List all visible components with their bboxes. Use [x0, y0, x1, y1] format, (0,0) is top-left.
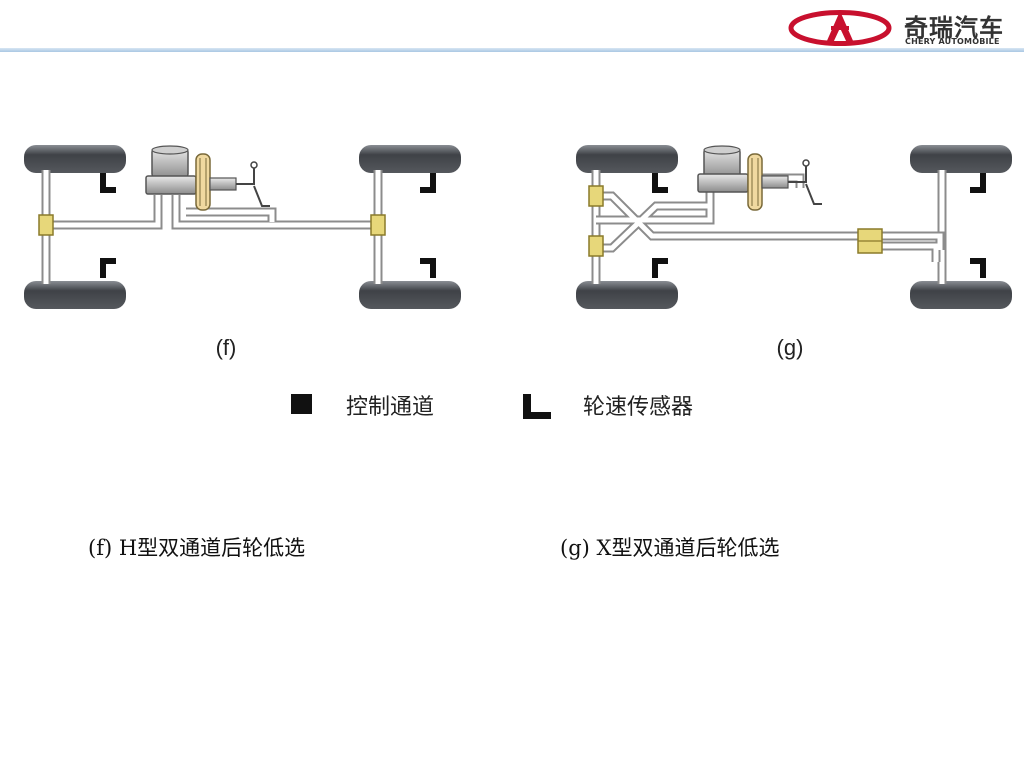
legend-control-channel-swatch	[291, 394, 312, 414]
tire-g-front-right	[910, 145, 1012, 173]
diagram-legend: 控制通道 轮速传感器	[291, 394, 693, 420]
caption-g: (g) X型双通道后轮低选	[560, 536, 780, 560]
brake-master-cylinder-g	[697, 145, 822, 211]
wheel-speed-sensor-g-front-left	[652, 173, 668, 193]
tire-f-rear-right	[359, 281, 461, 309]
control-channel-g-rear	[588, 235, 604, 257]
tire-g-rear-right	[910, 281, 1012, 309]
abs-layout-diagram: (f)	[24, 145, 1012, 420]
control-channel-g-front	[588, 185, 604, 207]
wheel-speed-sensor-g-rear-right	[970, 258, 986, 278]
tire-f-front-left	[24, 145, 126, 173]
wheel-speed-sensor-f-rear-right	[420, 258, 436, 278]
wheel-speed-sensor-f-front-right	[420, 173, 436, 193]
control-channel-f-left	[38, 214, 54, 236]
wheel-speed-sensor-f-rear-left	[100, 258, 116, 278]
wheel-speed-sensor-g-front-right	[970, 173, 986, 193]
wheel-speed-sensor-f-front-left	[100, 173, 116, 193]
diagram-label-g: (g)	[777, 335, 804, 360]
brand-name-cn: 奇瑞汽车	[904, 14, 1004, 42]
legend-wheel-speed-sensor-icon	[523, 394, 551, 419]
brand-logo: 奇瑞汽车 CHERY AUTOMOBILE	[786, 6, 1016, 50]
tire-g-front-left	[576, 145, 678, 173]
legend-control-channel-label: 控制通道	[346, 395, 434, 420]
tire-f-rear-left	[24, 281, 126, 309]
tire-f-front-right	[359, 145, 461, 173]
header-divider	[0, 48, 1024, 52]
control-channel-f-right	[370, 214, 386, 236]
caption-f: (f) H型双通道后轮低选	[88, 536, 306, 560]
legend-wheel-speed-sensor-label: 轮速传感器	[583, 395, 693, 420]
tire-g-rear-left	[576, 281, 678, 309]
diagram-f: (f)	[24, 145, 461, 360]
diagram-label-f: (f)	[216, 335, 237, 360]
wheel-speed-sensor-g-rear-left	[652, 258, 668, 278]
brake-master-cylinder-f	[145, 145, 270, 211]
diagram-g: (g)	[576, 145, 1012, 360]
chery-logo-icon	[788, 10, 892, 46]
brand-name-en: CHERY AUTOMOBILE	[905, 37, 1000, 46]
